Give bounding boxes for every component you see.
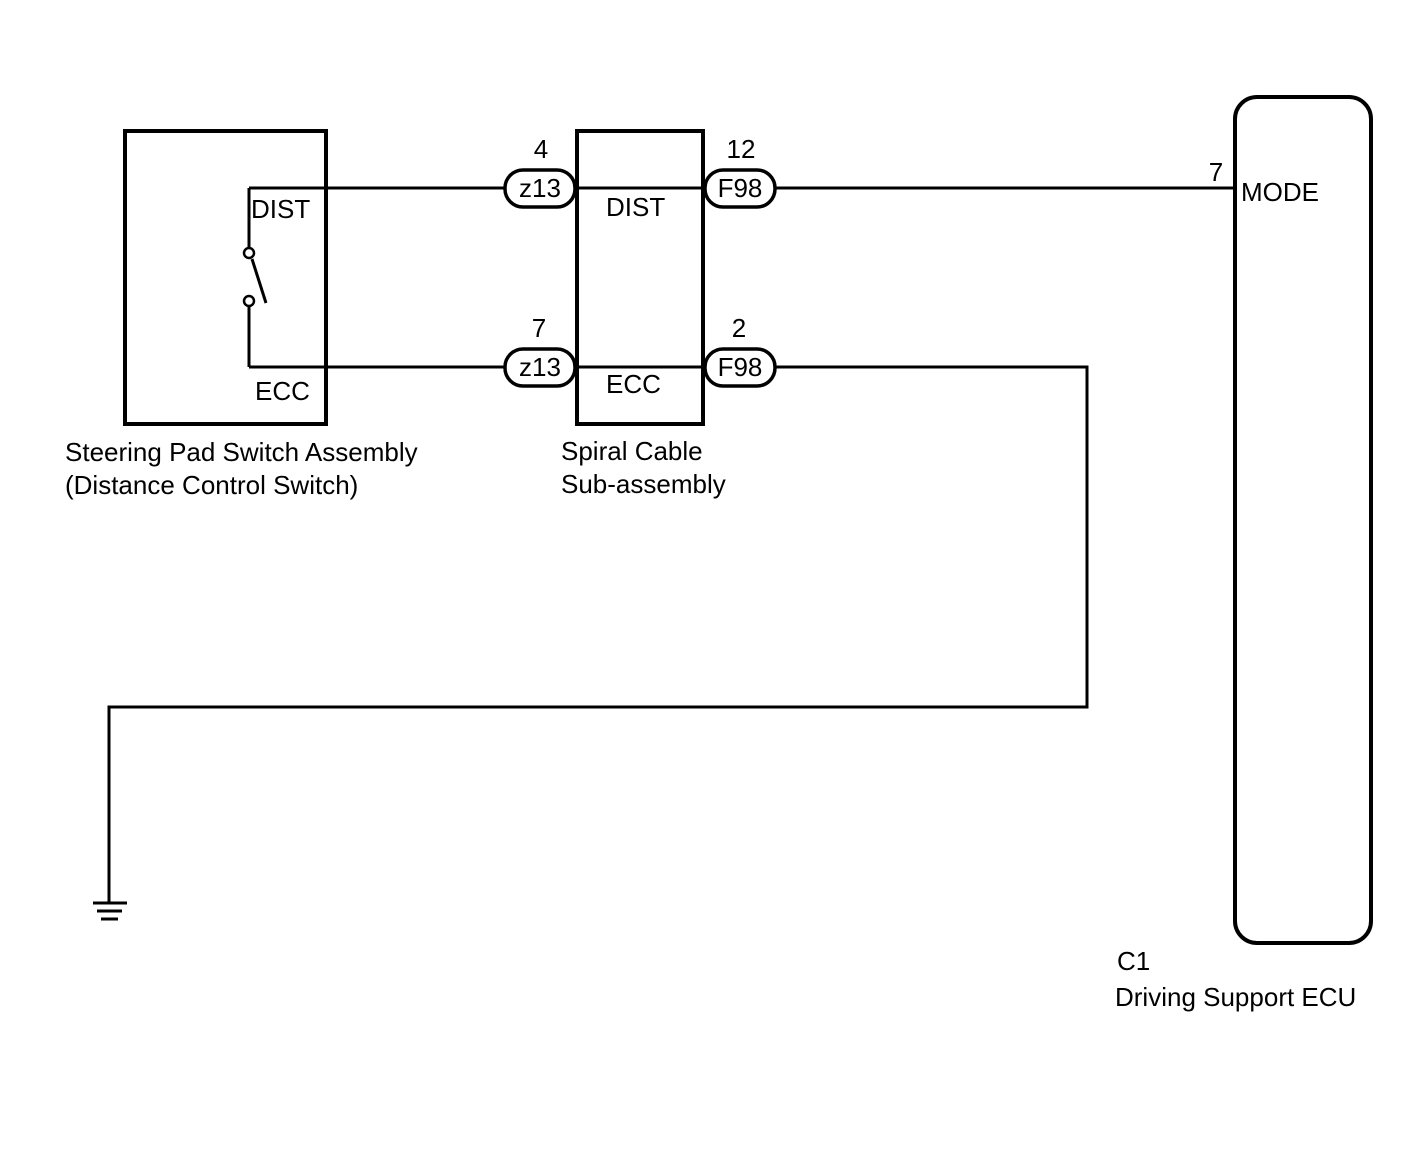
connector-f98-top-pin: 12 bbox=[727, 134, 756, 164]
connector-z13-top-code: z13 bbox=[519, 173, 561, 203]
connector-f98-bottom-pin: 2 bbox=[732, 313, 746, 343]
spiral-terminal-dist: DIST bbox=[606, 192, 665, 222]
steering-switch-box bbox=[123, 129, 328, 426]
connector-z13-top bbox=[503, 168, 577, 209]
switch-icon bbox=[242, 188, 268, 367]
connector-z13-bottom-pin: 7 bbox=[532, 313, 546, 343]
ecu-terminal-mode: MODE bbox=[1241, 177, 1319, 207]
connector-z13-bottom bbox=[503, 347, 577, 388]
steering-switch-name-line1: Steering Pad Switch Assembly bbox=[65, 437, 418, 467]
ecu-box bbox=[1233, 95, 1373, 945]
switch-terminal-ecc: ECC bbox=[255, 376, 310, 406]
wire-ecc-to-ground bbox=[107, 365, 1089, 902]
steering-switch-name-line2: (Distance Control Switch) bbox=[65, 470, 358, 500]
connector-z13-top-pin: 4 bbox=[534, 134, 548, 164]
ground-icon bbox=[93, 901, 127, 921]
spiral-terminal-ecc: ECC bbox=[606, 369, 661, 399]
spiral-cable-name-line2: Sub-assembly bbox=[561, 469, 726, 499]
spiral-cable-name-line1: Spiral Cable bbox=[561, 436, 703, 466]
spiral-cable-box bbox=[575, 129, 705, 426]
connector-z13-bottom-code: z13 bbox=[519, 352, 561, 382]
ecu-name: Driving Support ECU bbox=[1115, 982, 1356, 1012]
switch-terminal-dist: DIST bbox=[251, 194, 310, 224]
connector-f98-top-code: F98 bbox=[718, 173, 763, 203]
connector-f98-bottom-code: F98 bbox=[718, 352, 763, 382]
ecu-connector-code: C1 bbox=[1117, 946, 1150, 976]
ecu-pin-mode: 7 bbox=[1209, 157, 1223, 187]
